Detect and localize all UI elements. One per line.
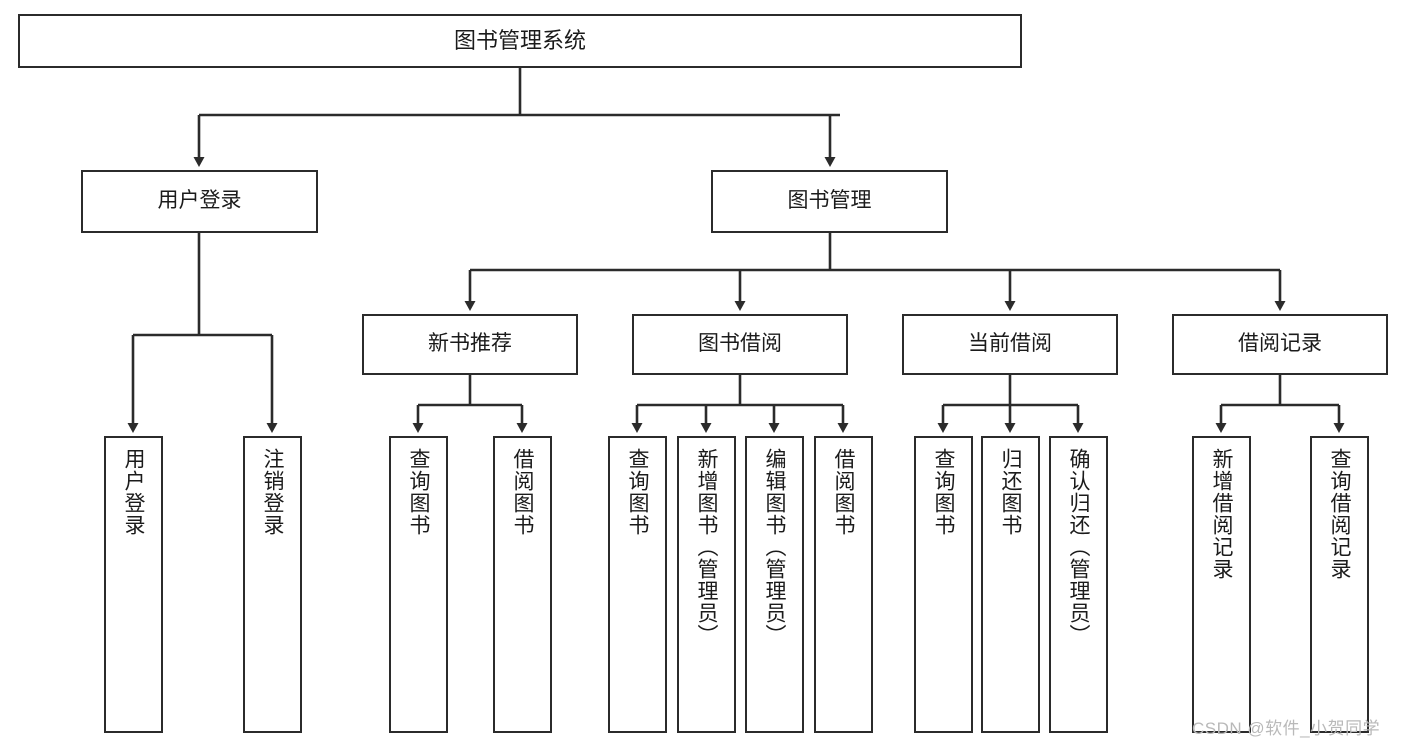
node-label: 归还图书 <box>999 448 1022 536</box>
leaf-borrow-borrow-book[interactable]: 借阅图书 <box>814 436 873 733</box>
node-label: 图书管理 <box>787 189 872 213</box>
leaf-record-query-record[interactable]: 查询借阅记录 <box>1310 436 1369 733</box>
node-label: 查询图书 <box>407 448 430 536</box>
node-book-management[interactable]: 图书管理 <box>711 170 948 233</box>
node-label: 新增借阅记录 <box>1210 448 1233 580</box>
node-borrow-record[interactable]: 借阅记录 <box>1172 314 1388 375</box>
leaf-recommend-query-book[interactable]: 查询图书 <box>389 436 448 733</box>
node-label: 用户登录 <box>157 189 242 213</box>
leaf-recommend-borrow-book[interactable]: 借阅图书 <box>493 436 552 733</box>
node-book-borrow[interactable]: 图书借阅 <box>632 314 848 375</box>
node-label: 借阅记录 <box>1238 332 1322 356</box>
node-current-borrow[interactable]: 当前借阅 <box>902 314 1118 375</box>
node-user-login[interactable]: 用户登录 <box>81 170 318 233</box>
leaf-borrow-edit-book-admin[interactable]: 编辑图书（管理员） <box>745 436 804 733</box>
node-label: 用户登录 <box>122 448 145 536</box>
leaf-current-confirm-return-admin[interactable]: 确认归还（管理员） <box>1049 436 1108 733</box>
leaf-record-add-record[interactable]: 新增借阅记录 <box>1192 436 1251 733</box>
leaf-user-login-logout[interactable]: 注销登录 <box>243 436 302 733</box>
node-label: 注销登录 <box>261 448 284 536</box>
node-label: 借阅图书 <box>511 448 534 536</box>
leaf-user-login-login[interactable]: 用户登录 <box>104 436 163 733</box>
node-label: 编辑图书（管理员） <box>763 448 786 646</box>
node-label: 查询借阅记录 <box>1328 448 1351 580</box>
node-label: 新增图书（管理员） <box>695 448 718 646</box>
node-label: 确认归还（管理员） <box>1067 448 1090 646</box>
leaf-borrow-query-book[interactable]: 查询图书 <box>608 436 667 733</box>
node-label: 当前借阅 <box>968 332 1052 356</box>
node-label: 查询图书 <box>932 448 955 536</box>
leaf-borrow-add-book-admin[interactable]: 新增图书（管理员） <box>677 436 736 733</box>
leaf-current-query-book[interactable]: 查询图书 <box>914 436 973 733</box>
csdn-watermark: CSDN @软件_小贺同学 <box>1192 719 1381 738</box>
node-label: 图书借阅 <box>698 332 782 356</box>
node-label: 新书推荐 <box>428 332 512 356</box>
node-label: 借阅图书 <box>832 448 855 536</box>
node-label: 图书管理系统 <box>453 28 586 54</box>
leaf-current-return-book[interactable]: 归还图书 <box>981 436 1040 733</box>
node-label: 查询图书 <box>626 448 649 536</box>
node-new-book-recommend[interactable]: 新书推荐 <box>362 314 578 375</box>
node-root-system[interactable]: 图书管理系统 <box>18 14 1022 68</box>
